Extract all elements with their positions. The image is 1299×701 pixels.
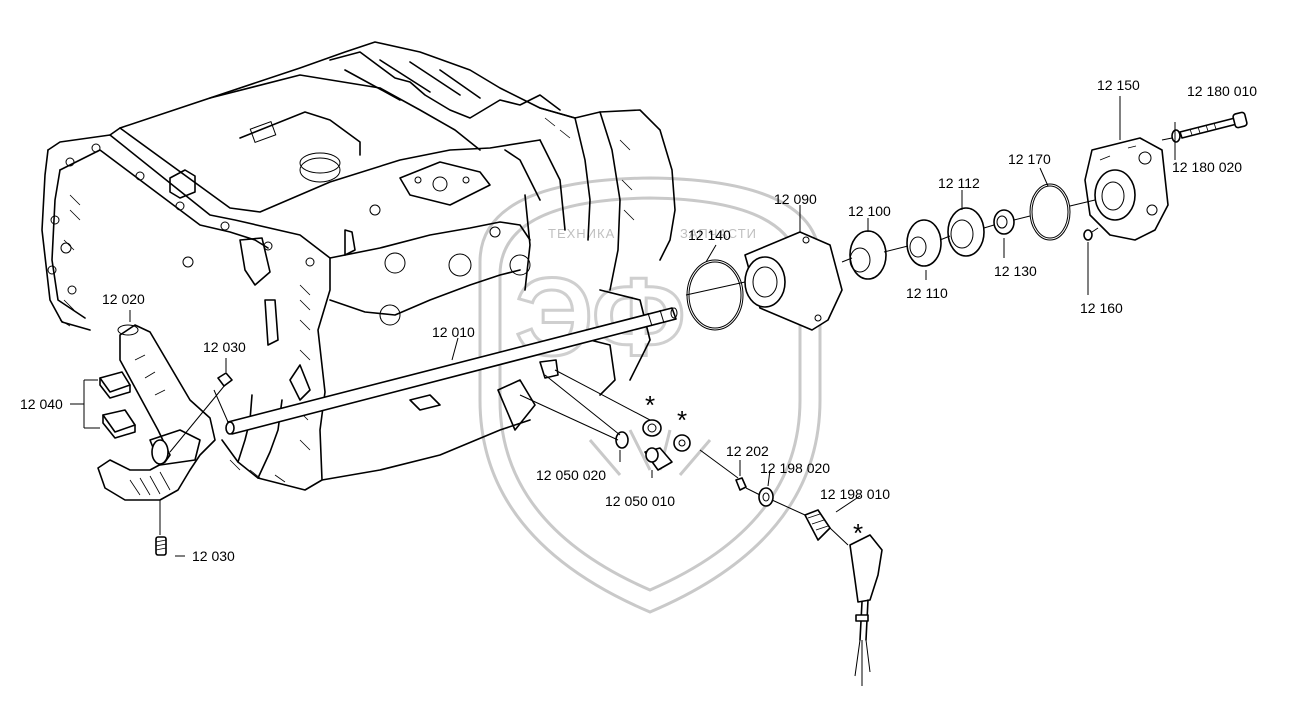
- label-12110: 12 110: [906, 285, 948, 301]
- star-marker-2: *: [677, 405, 687, 435]
- label-12180020: 12 180 020: [1172, 159, 1242, 175]
- star-marker-3: *: [853, 518, 863, 548]
- label-12010: 12 010: [432, 324, 475, 340]
- label-12150: 12 150: [1097, 77, 1140, 93]
- label-12198010: 12 198 010: [820, 486, 890, 502]
- pump-housing-12150: [1084, 137, 1169, 241]
- fork-pads: [99, 371, 136, 439]
- leader-lines: [70, 96, 1176, 557]
- part-labels: 12 150 12 180 010 12 180 020 12 170 12 1…: [20, 77, 1257, 564]
- label-12112: 12 112: [938, 175, 980, 191]
- bearing-12112: [947, 207, 985, 257]
- plug-starred: [642, 419, 691, 452]
- label-12140: 12 140: [688, 227, 731, 243]
- shift-rod: [225, 307, 678, 435]
- label-12030-lower: 12 030: [192, 548, 235, 564]
- label-12030-upper: 12 030: [203, 339, 246, 355]
- seal-ring-12140: [686, 259, 744, 331]
- set-screw-lower: [155, 536, 167, 556]
- gearbox-housing: [41, 41, 676, 491]
- label-12160: 12 160: [1080, 300, 1123, 316]
- label-12170: 12 170: [1008, 151, 1051, 167]
- connector-cable: [849, 534, 883, 686]
- plug-12050: [615, 431, 673, 471]
- bolt-12180010: [1179, 111, 1248, 139]
- label-12050020: 12 050 020: [536, 467, 606, 483]
- pin-12202: [735, 477, 747, 491]
- seal-12100: [849, 230, 887, 280]
- label-12090: 12 090: [774, 191, 817, 207]
- shift-fork: [97, 324, 216, 501]
- bushing-12130: [993, 209, 1015, 235]
- set-screw-upper: [217, 372, 233, 387]
- label-12180010: 12 180 010: [1187, 83, 1257, 99]
- watermark-text-right: ЗАПЧАСТИ: [680, 226, 757, 241]
- star-marker-1: *: [645, 390, 655, 420]
- bearing-12110: [906, 219, 942, 267]
- label-12040: 12 040: [20, 396, 63, 412]
- label-12020: 12 020: [102, 291, 145, 307]
- washer-12198020: [758, 487, 774, 507]
- label-12130: 12 130: [994, 263, 1037, 279]
- label-12100: 12 100: [848, 203, 891, 219]
- watermark-text-left: ТЕХНИКА: [548, 226, 615, 241]
- label-12202: 12 202: [726, 443, 769, 459]
- washer-12180020: [1171, 129, 1181, 143]
- bearing-cover-12090: [744, 231, 843, 331]
- o-ring-12170: [1029, 183, 1071, 241]
- plug-12160: [1083, 229, 1093, 241]
- label-12050010: 12 050 010: [605, 493, 675, 509]
- switch-12198010: [804, 509, 831, 541]
- label-12198020: 12 198 020: [760, 460, 830, 476]
